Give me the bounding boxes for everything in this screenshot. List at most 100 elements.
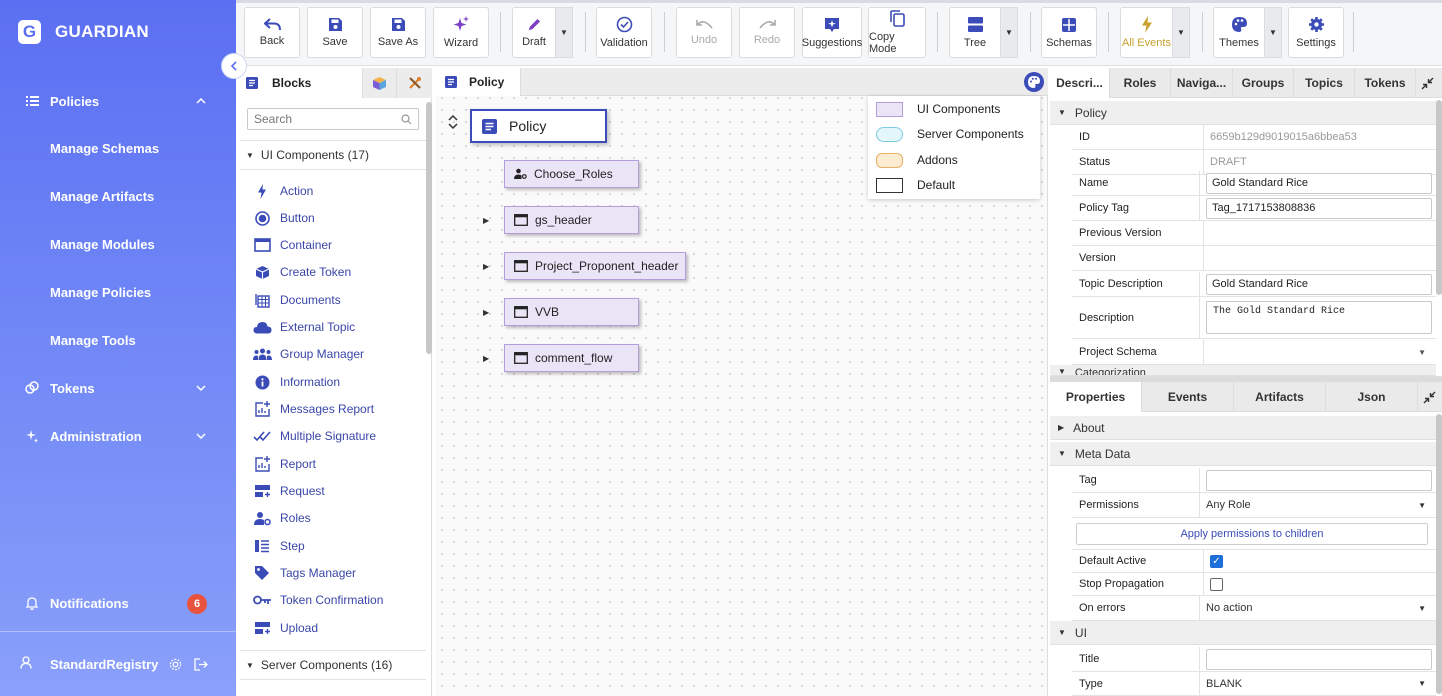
block-group-manager[interactable]: Group Manager [252,344,364,364]
description-textarea[interactable]: The Gold Standard Rice [1206,301,1432,334]
schemas-button[interactable]: Schemas [1041,7,1097,58]
section-policy[interactable]: ▼ Policy [1050,101,1436,125]
block-documents[interactable]: Documents [252,290,341,310]
chevron-up-icon[interactable] [448,114,458,123]
block-container[interactable]: Container [252,235,332,255]
default-active-checkbox[interactable]: ✓ [1210,554,1223,568]
policy-canvas[interactable]: Policy Policy Choose_Roles ▶ gs_header ▶… [436,68,1048,696]
block-tags-manager[interactable]: Tags Manager [252,563,356,583]
tab-artifacts[interactable]: Artifacts [1234,382,1326,412]
settings-button[interactable]: Settings [1288,7,1344,58]
block-upload[interactable]: Upload [252,618,318,638]
section-ui[interactable]: ▼ UI [1050,621,1436,645]
block-external-topic[interactable]: External Topic [252,317,355,337]
block-token-confirmation[interactable]: Token Confirmation [252,590,383,610]
save-button[interactable]: Save [307,7,363,58]
node-policy-root[interactable]: Policy [470,109,607,143]
collapse-sidebar-button[interactable] [221,53,247,79]
themes-dropdown-caret-icon[interactable]: ▼ [1265,7,1282,58]
tab-properties[interactable]: Properties [1050,382,1142,412]
sidebar-item-administration[interactable]: Administration [0,412,236,460]
expand-caret-icon[interactable]: ▶ [483,262,490,271]
node-project-proponent-header[interactable]: Project_Proponent_header [504,252,686,280]
all-events-button[interactable]: All Events [1120,7,1173,58]
sidebar-item-manage-modules[interactable]: Manage Modules [50,237,155,252]
logout-icon[interactable] [194,657,208,671]
tab-tools[interactable] [396,68,432,98]
chevron-down-icon[interactable] [448,123,458,132]
section-meta-data[interactable]: ▼ Meta Data [1050,442,1436,466]
draft-dropdown-caret-icon[interactable]: ▼ [556,7,573,58]
block-step[interactable]: Step [252,536,305,556]
section-about[interactable]: ▶ About [1050,416,1436,440]
description-scrollbar[interactable] [1436,100,1442,295]
block-roles[interactable]: Roles [252,508,311,528]
tab-topics[interactable]: Topics [1294,68,1355,98]
block-button[interactable]: Button [252,208,315,228]
validation-button[interactable]: Validation [596,7,652,58]
node-vvb[interactable]: VVB [504,298,639,326]
stop-propagation-checkbox[interactable] [1210,577,1223,591]
apply-permissions-button[interactable]: Apply permissions to children [1076,523,1428,545]
topic-description-input[interactable]: Gold Standard Rice [1206,273,1432,295]
block-search-input[interactable] [254,112,401,126]
wizard-button[interactable]: Wizard [433,7,489,58]
name-input[interactable]: Gold Standard Rice [1206,172,1432,194]
suggestions-button[interactable]: Suggestions [802,7,862,58]
group-ui-components[interactable]: ▼ UI Components (17) [246,142,424,168]
block-messages-report[interactable]: Messages Report [252,399,374,419]
permissions-select[interactable]: Any Role▼ [1200,493,1436,517]
tree-dropdown-caret-icon[interactable]: ▼ [1001,7,1018,58]
settings-gear-icon[interactable] [169,658,182,671]
on-errors-select[interactable]: No action▼ [1200,596,1436,620]
tree-button[interactable]: Tree [949,7,1001,58]
block-report[interactable]: Report [252,454,316,474]
sidebar-item-manage-schemas[interactable]: Manage Schemas [50,141,160,156]
move-up-down-control[interactable] [448,114,458,132]
back-button[interactable]: Back [244,7,300,58]
collapse-panel-icon[interactable] [1416,68,1438,98]
expand-caret-icon[interactable]: ▶ [483,308,490,317]
block-search[interactable] [247,108,419,130]
themes-button[interactable]: Themes [1213,7,1265,58]
events-dropdown-caret-icon[interactable]: ▼ [1173,7,1190,58]
sidebar-item-policies[interactable]: Policies [0,77,236,125]
block-information[interactable]: Information [252,372,340,392]
policy-tag-input[interactable]: Tag_1717153808836 [1206,197,1432,219]
sidebar-item-manage-policies[interactable]: Manage Policies [50,285,152,300]
block-create-token[interactable]: Create Token [252,262,351,282]
brand[interactable]: G GUARDIAN [18,20,149,44]
block-request[interactable]: Request [252,481,325,501]
project-schema-select[interactable]: ▼ [1204,340,1436,364]
type-select[interactable]: BLANK▼ [1200,672,1436,695]
tab-json[interactable]: Json [1326,382,1418,412]
sidebar-item-manage-artifacts[interactable]: Manage Artifacts [50,189,155,204]
tab-policy[interactable]: Policy [436,68,521,96]
draft-button[interactable]: Draft [512,7,556,58]
copy-mode-button[interactable]: Copy Mode [868,7,926,58]
sidebar-item-notifications[interactable]: Notifications [0,579,236,627]
sidebar-item-tokens[interactable]: Tokens [0,364,236,412]
tab-description[interactable]: Descri... [1050,68,1110,98]
expand-caret-icon[interactable]: ▶ [483,216,490,225]
title-input[interactable] [1206,648,1432,670]
panel-splitter[interactable] [1050,376,1442,382]
node-gs-header[interactable]: gs_header [504,206,639,234]
tab-roles[interactable]: Roles [1110,68,1171,98]
section-categorization[interactable]: ▼ Categorization [1050,365,1436,376]
tab-modules[interactable] [362,68,396,98]
block-action[interactable]: Action [252,181,313,201]
sidebar-item-manage-tools[interactable]: Manage Tools [50,333,136,348]
group-server-components[interactable]: ▼ Server Components (16) [246,652,424,678]
expand-caret-icon[interactable]: ▶ [483,354,490,363]
block-multiple-signature[interactable]: Multiple Signature [252,426,376,446]
tab-groups[interactable]: Groups [1233,68,1294,98]
node-choose-roles[interactable]: Choose_Roles [504,160,639,188]
user-profile[interactable]: StandardRegistry [0,650,236,678]
tag-input[interactable] [1206,469,1432,491]
undo-button[interactable]: Undo [676,7,732,58]
node-comment-flow[interactable]: comment_flow [504,344,639,372]
collapse-panel-icon[interactable] [1418,382,1440,412]
blocks-scrollbar[interactable] [426,102,432,354]
legend-toggle-button[interactable] [1024,72,1044,92]
